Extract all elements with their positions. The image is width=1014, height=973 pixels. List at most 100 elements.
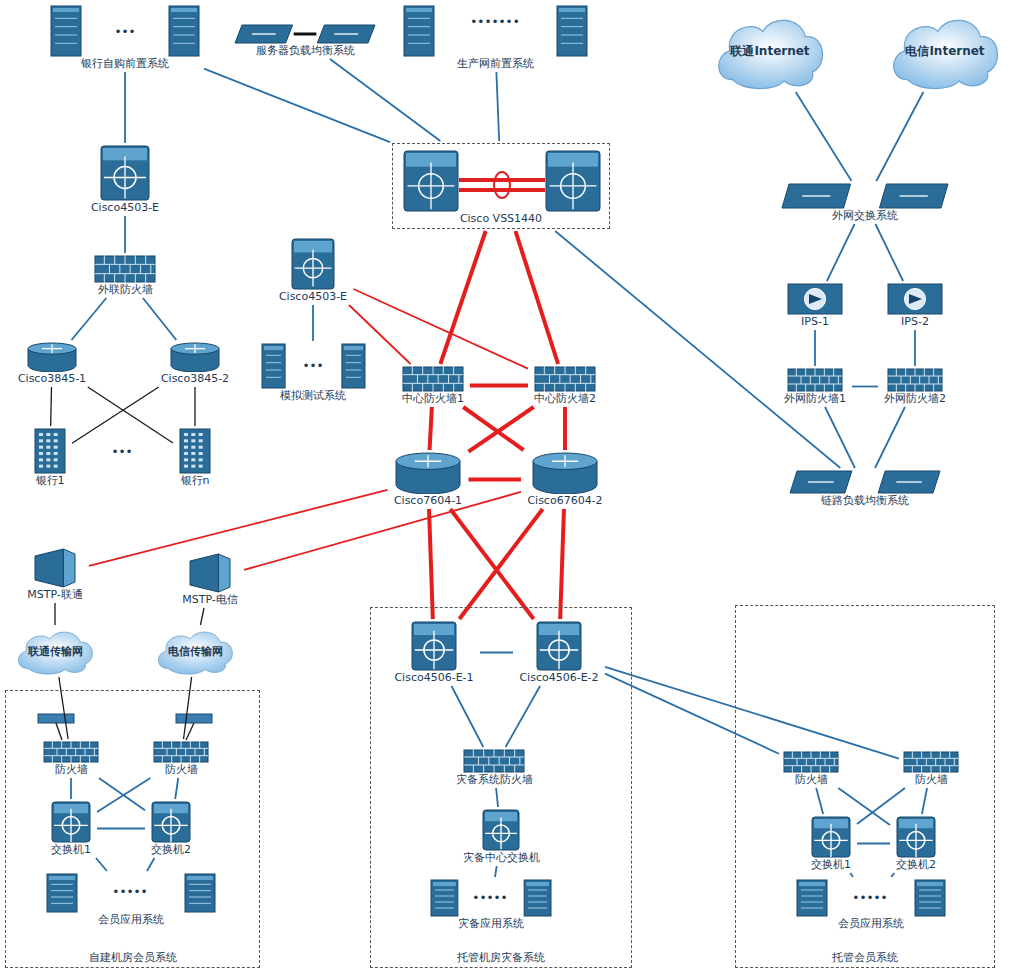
node-label: 交换机1 [809, 858, 853, 871]
network-link [71, 298, 106, 340]
device-node: 中心防火墙2 [530, 366, 600, 405]
device-node: 交换机1 [47, 801, 95, 856]
flat2-icon [781, 183, 949, 209]
network-link [816, 788, 823, 814]
network-link [827, 224, 855, 281]
device-node: MSTP-电信 [178, 553, 242, 606]
device-node: 链路负载均衡系统 [787, 470, 943, 507]
ellipsis-mark: ••• [111, 445, 132, 459]
network-link [796, 92, 852, 181]
servers-icon [403, 5, 588, 57]
network-link [244, 492, 521, 570]
switch-icon [536, 621, 582, 671]
network-cloud: 联通传输网 [13, 627, 97, 675]
device-node: 外网交换系统 [779, 183, 951, 222]
node-label: 灾备中心交换机 [461, 851, 542, 864]
network-link [463, 407, 523, 450]
network-link [354, 289, 529, 369]
network-link [515, 231, 558, 364]
network-link [563, 407, 567, 450]
network-link [96, 858, 107, 871]
device-node: 防火墙 [781, 751, 841, 786]
group-box: 托管会员系统防火墙防火墙交换机1交换机2会员应用系统 [735, 605, 995, 968]
terminal-device [38, 714, 74, 723]
node-label: 银行1 [34, 474, 67, 487]
device-node: IPS-2 [885, 283, 945, 328]
fw-icon [887, 368, 943, 392]
fw-icon [463, 749, 525, 773]
network-link [469, 407, 534, 452]
network-link [70, 778, 72, 799]
fw-icon [534, 366, 596, 392]
network-link [560, 509, 564, 619]
network-link [89, 490, 388, 566]
device-node: 中心防火墙1 [398, 366, 468, 405]
network-link [124, 72, 126, 143]
network-link [97, 828, 145, 830]
network-link [922, 788, 927, 814]
network-link [200, 608, 204, 625]
node-label: 中心防火墙2 [532, 392, 598, 405]
device-node: 外网防火墙2 [880, 368, 950, 405]
node-label: Cisco VSS1440 [458, 212, 544, 225]
fw-icon [94, 255, 156, 283]
node-label: 银行n [179, 474, 212, 487]
node-label: IPS-1 [799, 315, 831, 328]
flat2-icon [789, 470, 941, 494]
switch-icon [100, 145, 150, 201]
wire [186, 723, 194, 740]
network-link [330, 59, 440, 141]
network-link [891, 873, 894, 877]
ellipsis-mark: ••••••• [470, 15, 520, 29]
node-label: Cisco4506-E-1 [392, 671, 475, 684]
node-label: 自建机房会员系统 [87, 951, 179, 964]
node-label: Cisco4503-E [89, 201, 161, 214]
network-link [450, 509, 533, 619]
node-label: 联通Internet [730, 43, 809, 60]
network-link [88, 387, 173, 443]
switch-icon [482, 809, 520, 851]
network-link [59, 677, 68, 739]
network-link [495, 866, 497, 877]
network-link [175, 778, 178, 799]
router-icon [395, 452, 461, 494]
network-link [875, 224, 903, 281]
switch-icon [896, 816, 936, 858]
device-node: Cisco3845-1 [14, 342, 91, 385]
device-node: 会员应用系统 [44, 873, 218, 926]
node-label: 防火墙 [53, 763, 90, 776]
node-label: 托管机房灾备系统 [455, 951, 547, 964]
network-link [876, 92, 923, 181]
device-node: 外网防火墙1 [780, 368, 850, 405]
mstp-icon [34, 548, 76, 588]
fw-icon [43, 741, 99, 763]
network-link [469, 478, 522, 482]
node-label: MSTP-联通 [25, 588, 85, 601]
network-link [496, 788, 498, 807]
network-link [143, 298, 176, 340]
node-label: 服务器负载均衡系统 [254, 44, 357, 57]
device-node: 交换机2 [147, 801, 195, 856]
group-box: Cisco VSS1440 [392, 143, 610, 229]
node-label: Cisco67604-2 [525, 494, 604, 507]
node-label: Cisco7604-1 [392, 494, 464, 507]
device-node: 交换机1 [807, 816, 855, 871]
fw-icon [903, 751, 959, 773]
device-node: 银行1 [30, 428, 70, 487]
router-icon [170, 342, 220, 372]
node-label: 生产网前置系统 [455, 57, 536, 70]
node-label: 防火墙 [163, 763, 200, 776]
node-label: 链路负载均衡系统 [819, 494, 911, 507]
mstp-icon [189, 553, 231, 593]
fw-icon [787, 368, 843, 392]
terminal-device [176, 714, 212, 723]
network-link [506, 686, 540, 747]
group-box: 自建机房会员系统 防火墙 防火墙交换机1 交换机2 会员应用系统 [5, 690, 260, 968]
network-link [480, 652, 513, 654]
node-label: IPS-2 [899, 315, 931, 328]
node-label: 外网交换系统 [830, 209, 900, 222]
network-cloud: 联通Internet [711, 12, 829, 90]
switch-icon [411, 621, 457, 671]
network-link [852, 386, 878, 388]
network-link [470, 384, 528, 388]
